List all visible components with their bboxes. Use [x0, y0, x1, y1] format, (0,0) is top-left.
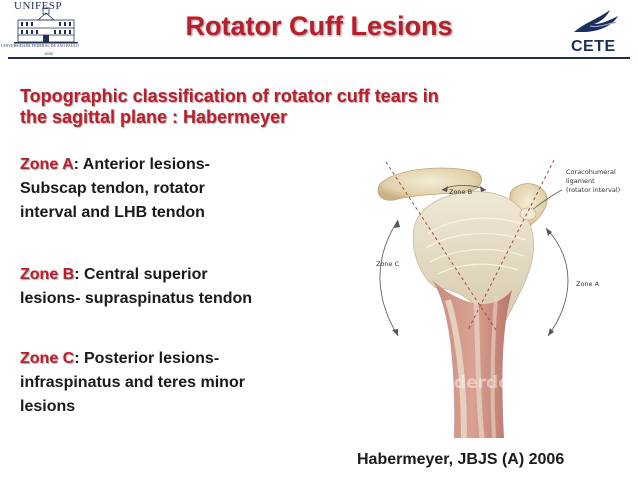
figure-zone-a-label: Zone A: [576, 280, 600, 288]
zone-c-label: Zone C: [20, 350, 75, 367]
figure-ligament-label-3: (rotator interval): [566, 186, 620, 194]
zone-c-line-2: infraspinatus and teres minor: [20, 374, 245, 391]
unifesp-logo-name: UNIFESP: [14, 0, 63, 12]
citation: Habermeyer, JBJS (A) 2006: [357, 451, 565, 468]
zone-divider-anterior: [467, 159, 555, 331]
zone-a-line-2: Subscap tendon, rotator: [20, 180, 205, 197]
zone-b-line-1: Zone B: Central superior: [20, 263, 252, 287]
cete-logo-name: CETE: [571, 38, 616, 55]
slide-subtitle: Topographic classification of rotator cu…: [20, 86, 628, 128]
watermark-text: Shoulderdoc.co.uk: [400, 373, 579, 393]
zone-c-line-1: Zone C: Posterior lesions-: [20, 347, 245, 371]
figure-zone-c-label: Zone C: [376, 260, 400, 268]
zone-a-arc: [545, 227, 569, 337]
slide-title: Rotator Cuff Lesions: [185, 11, 453, 41]
shoulder-zones-illustration: Zone B Zone C Zone A Coracohumeral ligam…: [336, 150, 630, 438]
unifesp-logo-subtitle: UNIVERSIDADE FEDERAL DE SÃO PAULO: [1, 43, 79, 48]
humeral-head-shape: [412, 191, 534, 321]
zone-a-description: Zone A: Anterior lesions- Subscap tendon…: [20, 153, 210, 225]
zone-a-label: Zone A: [20, 156, 74, 173]
zone-b-label: Zone B: [20, 266, 75, 283]
ligament-pointer: [531, 189, 563, 211]
university-building-icon: [14, 7, 78, 44]
zone-b-text-1: : Central superior: [74, 266, 208, 283]
figure-ligament-label-2: ligament: [566, 177, 595, 185]
zone-c-line-3: lesions: [20, 398, 76, 415]
zone-b-description: Zone B: Central superior lesions- supras…: [20, 263, 252, 311]
zone-c-text-1: : Posterior lesions-: [74, 350, 220, 367]
zone-a-line-3: interval and LHB tendon: [20, 204, 205, 221]
zone-c-arc: [379, 219, 399, 337]
unifesp-logo-mark: 1933: [44, 51, 53, 56]
zone-b-line-2: lesions- supraspinatus tendon: [20, 290, 253, 307]
zone-a-line-1: Zone A: Anterior lesions-: [20, 153, 210, 177]
figure-zone-b-label: Zone B: [449, 188, 472, 196]
header-divider: [8, 57, 630, 59]
cete-bird-icon: [574, 10, 618, 32]
figure-ligament-label-1: Coracohumeral: [566, 168, 616, 176]
zone-a-text-1: : Anterior lesions-: [73, 156, 210, 173]
subtitle-line-1: Topographic classification of rotator cu…: [20, 86, 439, 106]
subtitle-line-2: the sagittal plane : Habermeyer: [20, 107, 288, 127]
zone-c-description: Zone C: Posterior lesions- infraspinatus…: [20, 347, 245, 419]
